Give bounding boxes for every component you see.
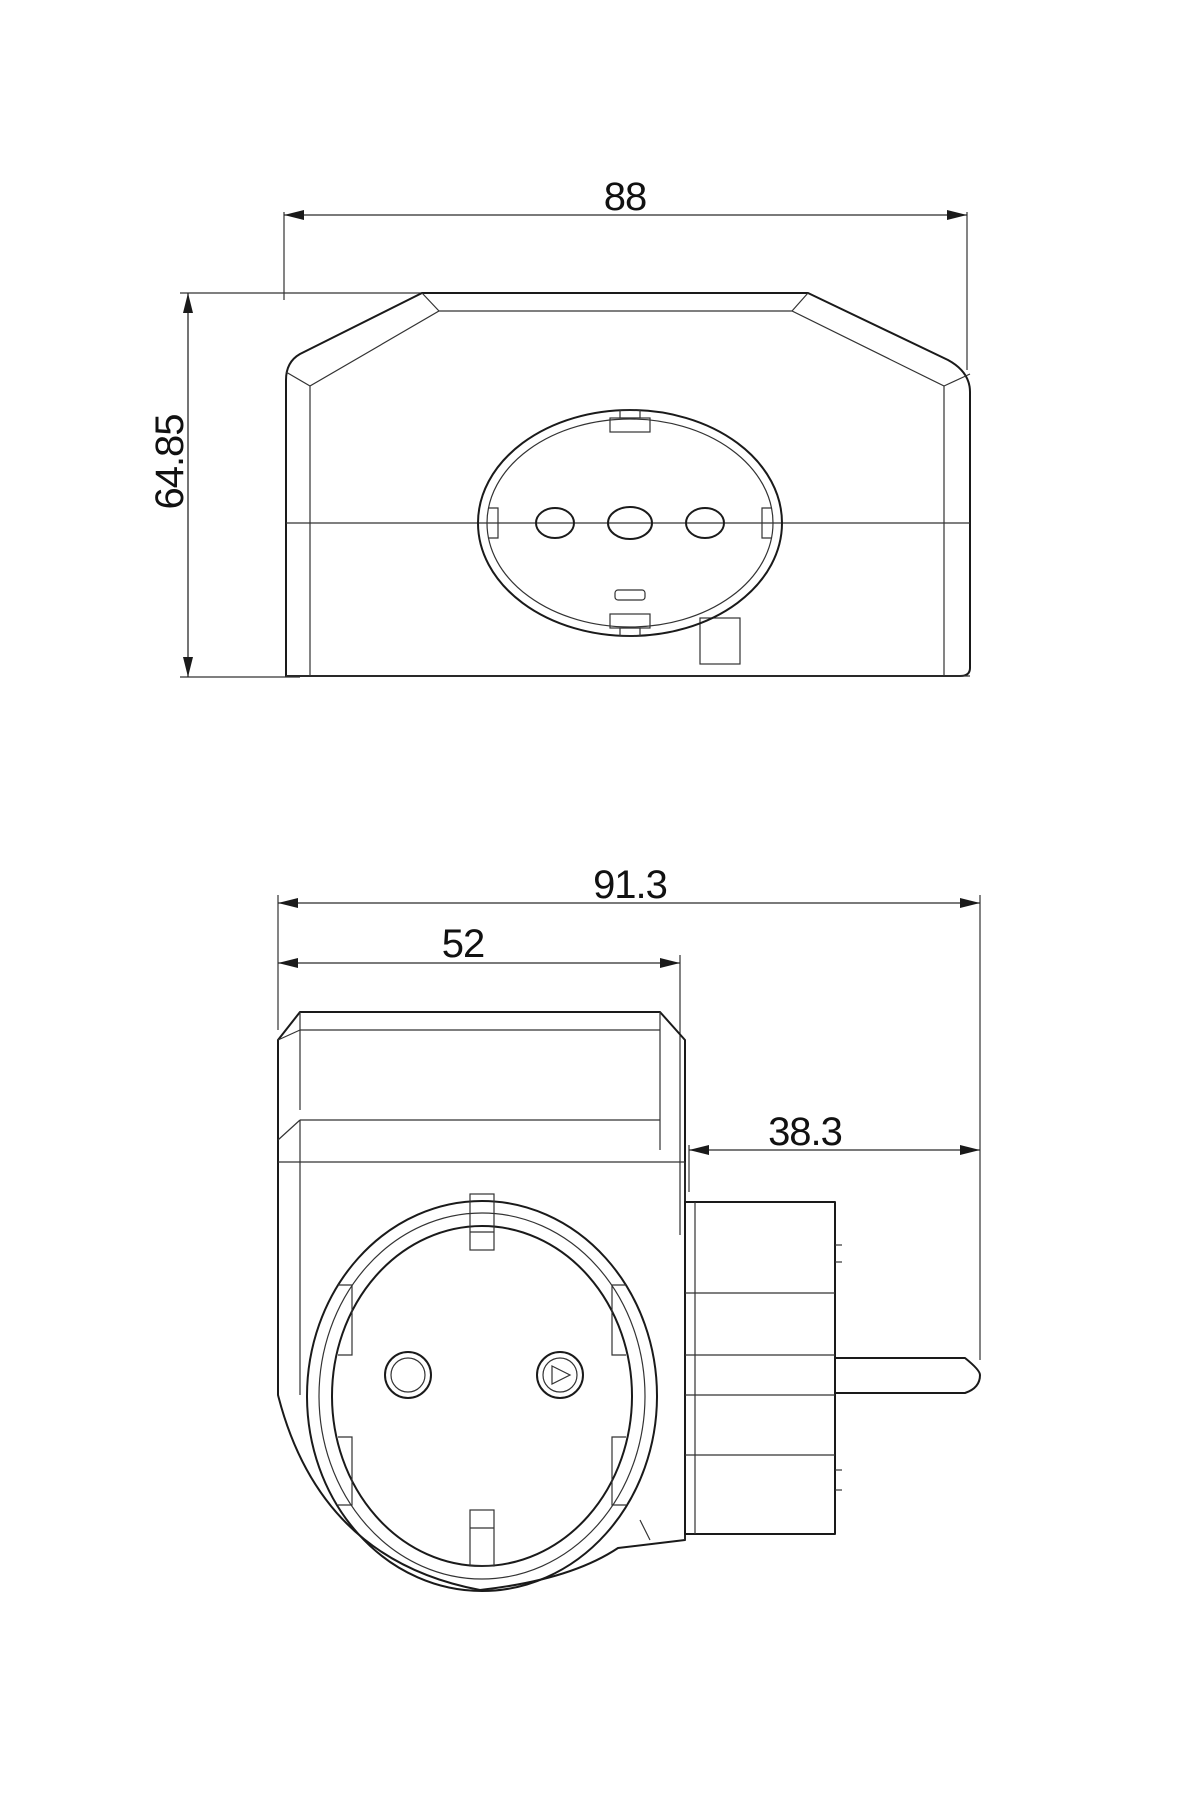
dimension-label-body: 52: [442, 922, 485, 966]
dimension-label-total: 91.3: [593, 863, 667, 907]
dimension-total-913: 91.3: [277, 863, 981, 1360]
plug-pin: [834, 1357, 981, 1394]
socket-hole-right: [685, 507, 725, 539]
socket-hole-center: [607, 506, 653, 540]
socket-hole-right: [536, 1351, 584, 1399]
side-view-housing: [277, 1011, 686, 1591]
top-view-housing: [285, 292, 971, 677]
top-view-socket: [477, 409, 783, 637]
top-view: 88 64.85: [148, 175, 971, 678]
dimension-label-width: 88: [604, 175, 647, 219]
dimension-width-88: 88: [283, 175, 968, 370]
socket-hole-left: [535, 507, 575, 539]
dimension-height-6485: 64.85: [148, 292, 440, 678]
dimension-plug-383: 38.3: [688, 1110, 980, 1192]
dimension-label-height: 64.85: [148, 414, 192, 509]
side-view-socket: [306, 1193, 658, 1592]
socket-hole-left: [384, 1351, 432, 1399]
side-view: 91.3 52 38.3: [277, 863, 981, 1592]
dimension-body-52: 52: [278, 922, 681, 1235]
dimension-label-plug: 38.3: [768, 1110, 842, 1154]
side-view-plug: [684, 1201, 981, 1535]
